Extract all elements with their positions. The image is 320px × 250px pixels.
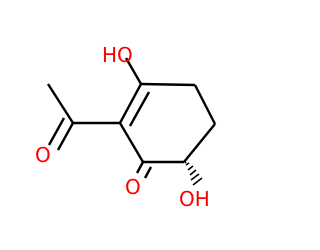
ring-carbonyl-bond-1 xyxy=(135,161,145,174)
ring-bond-c5-c6 xyxy=(183,123,216,163)
ring-ketone-oxygen-label: O xyxy=(125,175,141,199)
ring-bond-c4-c5 xyxy=(193,84,217,125)
hydroxyl-label-bottom: OH xyxy=(179,187,210,211)
molecule-canvas: HO O O OH xyxy=(35,43,217,211)
enol-hydroxyl-bond xyxy=(124,57,143,85)
acetyl-oxygen-label: O xyxy=(35,143,51,167)
structure-diagram: HO O O OH xyxy=(35,43,217,211)
acetyl-carbonyl-bond-1 xyxy=(56,122,75,151)
ring-bond-c1-c2 xyxy=(118,122,145,163)
ring-carbonyl-bond-2 xyxy=(143,166,153,179)
acetyl-methyl-bond xyxy=(46,83,75,124)
acetyl-carbonyl-bond-2 xyxy=(47,117,66,146)
ring-bond-c3-c4 xyxy=(140,82,196,87)
ring-bond-c2-c3-inner xyxy=(128,91,151,127)
hydroxyl-label-top: HO xyxy=(102,43,133,67)
stereo-hashed-wedge xyxy=(183,160,203,186)
ring-bond-c2-c3-outer xyxy=(118,83,143,124)
